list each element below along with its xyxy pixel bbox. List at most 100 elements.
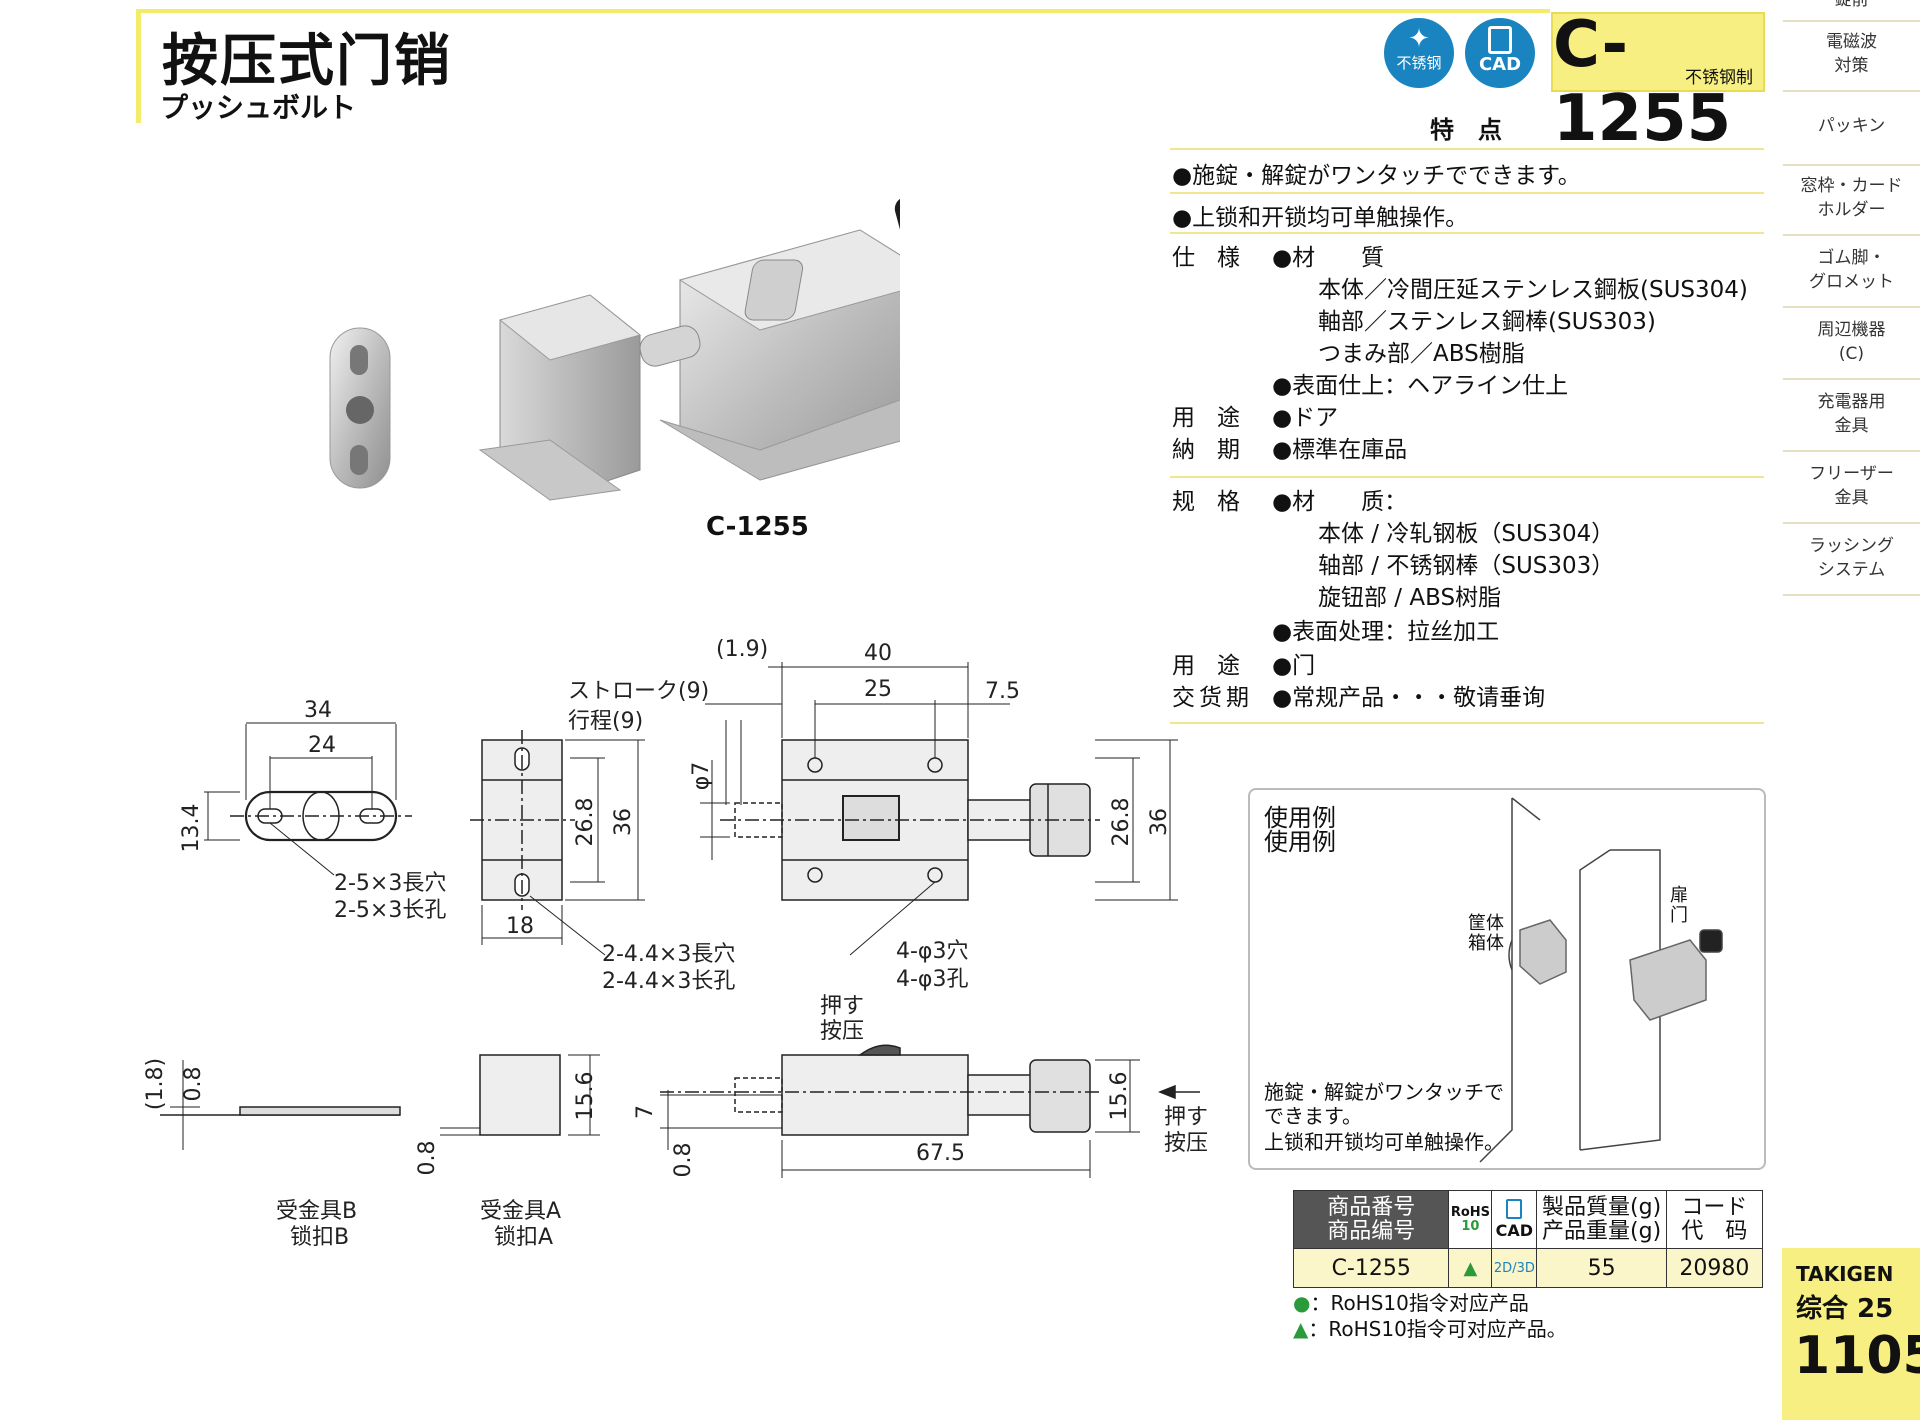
stroke-cn: 行程(9) [568, 709, 643, 734]
push-jp: 押す [820, 994, 864, 1019]
dim-1-9: (1.9) [716, 637, 768, 662]
usage-note-cn: 上锁和开锁均可单触操作。 [1264, 1130, 1504, 1154]
sidebar-item-label: システム [1817, 560, 1886, 580]
usage-cabinet-label: 筐体 箱体 [1468, 914, 1504, 954]
header-code-jp: コード [1681, 1194, 1748, 1220]
sidebar-item-freezer[interactable]: フリーザー金具 [1783, 462, 1920, 510]
dim-7: 7 [633, 1105, 658, 1119]
header-weight-jp: 製品質量(g) [1542, 1194, 1662, 1220]
label-b-jp: 受金具B [276, 1199, 357, 1224]
sidebar-item-label: フリーザー [1809, 464, 1894, 484]
header-weight-cn: 产品重量(g) [1542, 1218, 1662, 1244]
spec-rule-2 [1170, 722, 1764, 724]
feature-item-1: ●施錠・解錠がワンタッチでできます。 [1172, 163, 1581, 189]
row-weight: 55 [1536, 1248, 1667, 1288]
spec-material-line: 軸部／ステンレス鋼棒(SUS303) [1318, 309, 1656, 335]
features-heading: 特点 [1430, 116, 1526, 144]
sidebar-separator [1783, 594, 1920, 596]
strike-b-top-view [204, 722, 412, 876]
footer-catalog: 综合 25 [1796, 1294, 1894, 1324]
cabinet-label-jp: 筐体 [1468, 913, 1504, 934]
use-label: 用途 [1172, 653, 1262, 679]
sidebar-item-rubber-foot[interactable]: ゴム脚・グロメット [1783, 246, 1920, 294]
hole-jp: 4-φ3穴 [896, 939, 968, 964]
dim-0-8b: 0.8 [415, 1141, 440, 1176]
dim-25: 25 [864, 677, 892, 702]
page-subtitle: プッシュボルト [160, 91, 357, 124]
row-part: C-1255 [1292, 1248, 1450, 1288]
sidebar-separator [1783, 164, 1920, 166]
usage-title-cn: 使用例 [1264, 828, 1336, 856]
sidebar-item-emc[interactable]: 電磁波対策 [1783, 30, 1920, 78]
spec-jp: 仕様 ●材 質 本体／冷間圧延ステンレス鋼板(SUS304) 軸部／ステンレス鋼… [1172, 242, 1772, 472]
spec-label: 仕様 [1172, 245, 1262, 271]
header-rohs-sub: 10 [1461, 1218, 1480, 1234]
header-left-rule [136, 9, 141, 123]
triangle-icon: ▲ [1293, 1317, 1309, 1341]
label-a-cn: 锁扣A [494, 1225, 553, 1250]
star-icon: ✦ [1408, 24, 1430, 54]
badge-material-label: 不锈钢 [1396, 54, 1442, 72]
sidebar-separator [1783, 306, 1920, 308]
sidebar-item-label: 錠前 [1834, 0, 1869, 10]
row-cad[interactable]: 2D/3D [1491, 1248, 1538, 1288]
page-number: 1105 [1794, 1326, 1920, 1386]
sidebar-item-charger[interactable]: 充電器用金具 [1783, 390, 1920, 438]
spec-use: ●门 [1272, 653, 1316, 679]
dim-phi7: φ7 [689, 762, 714, 791]
dim-40: 40 [864, 641, 892, 666]
spec-material-line: 本体 / 冷轧钢板（SUS304） [1318, 521, 1615, 547]
table-header-code: コード 代 码 [1665, 1190, 1764, 1249]
sidebar-item-peripherals[interactable]: 周辺機器(C) [1783, 318, 1920, 366]
header-rohs: RoHS [1450, 1204, 1491, 1220]
table-header-rohs: RoHS 10 [1448, 1190, 1493, 1249]
model-number: C-1255 [1553, 8, 1732, 156]
delivery-label: 納期 [1172, 437, 1262, 463]
hole-cn: 4-φ3孔 [896, 967, 968, 992]
bolt-side-view [660, 1044, 1200, 1178]
sidebar-item-label: 金具 [1834, 416, 1869, 436]
dim-15-6b: 15.6 [1107, 1072, 1132, 1121]
sidebar-separator [1783, 450, 1920, 452]
spec-use: ●ドア [1272, 405, 1339, 431]
dim-0-8a: 0.8 [181, 1067, 206, 1102]
header-code-cn: 代 码 [1681, 1218, 1748, 1244]
feature-item-2: ●上锁和开锁均可单触操作。 [1172, 205, 1469, 231]
sidebar-separator [1783, 234, 1920, 236]
spec-label: 规格 [1172, 489, 1262, 515]
sidebar-item-label: ラッシング [1809, 536, 1894, 556]
photo-caption: C-1255 [706, 512, 809, 542]
spec-cn: 规格 ●材 质： 本体 / 冷轧钢板（SUS304） 轴部 / 不锈钢棒（SUS… [1172, 486, 1772, 716]
label-b-cn: 锁扣B [290, 1225, 349, 1250]
badge-cad-label: CAD [1478, 54, 1522, 75]
sidebar-item-label: 充電器用 [1817, 392, 1886, 412]
slot-a-jp: 2-4.4×3長穴 [602, 942, 735, 967]
sidebar-item-lock[interactable]: 錠前 [1783, 0, 1920, 12]
spec-material-line: 本体／冷間圧延ステンレス鋼板(SUS304) [1318, 277, 1748, 303]
sidebar-item-card-holder[interactable]: 窓枠・カードホルダー [1783, 174, 1920, 222]
dim-0-8c: 0.8 [671, 1143, 696, 1178]
sidebar-item-label: パッキン [1817, 116, 1886, 136]
dim-13-4: 13.4 [179, 804, 204, 853]
document-icon [1488, 26, 1512, 54]
sidebar-item-label: (C) [1838, 344, 1865, 364]
header-cad: CAD [1495, 1221, 1534, 1240]
push2-cn: 按压 [1164, 1131, 1208, 1156]
dim-15-6a: 15.6 [573, 1072, 598, 1121]
sidebar-separator [1783, 20, 1920, 22]
features-rule-2 [1170, 192, 1764, 194]
table-row: C-1255 ▲ 2D/3D 55 20980 [1292, 1248, 1764, 1288]
model-material: 不锈钢制 [1685, 68, 1753, 88]
bolt-front-view [700, 662, 1178, 956]
dim-36b: 36 [1147, 808, 1172, 836]
sidebar-item-label: ホルダー [1817, 200, 1886, 220]
stainless-badge: ✦ 不锈钢 [1384, 18, 1454, 88]
sidebar-item-label: ゴム脚・ [1817, 248, 1886, 268]
cad-file-icon [1506, 1199, 1523, 1219]
table-header-cad: CAD [1491, 1190, 1538, 1249]
slot-a-cn: 2-4.4×3长孔 [602, 969, 735, 994]
sidebar-item-lashing[interactable]: ラッシングシステム [1783, 534, 1920, 582]
cad-badge: CAD [1465, 18, 1535, 88]
sidebar-item-packing[interactable]: パッキン [1783, 114, 1920, 138]
table-legend: ●：RoHS10指令对应产品 ▲：RoHS10指令可对应产品。 [1293, 1290, 1567, 1342]
